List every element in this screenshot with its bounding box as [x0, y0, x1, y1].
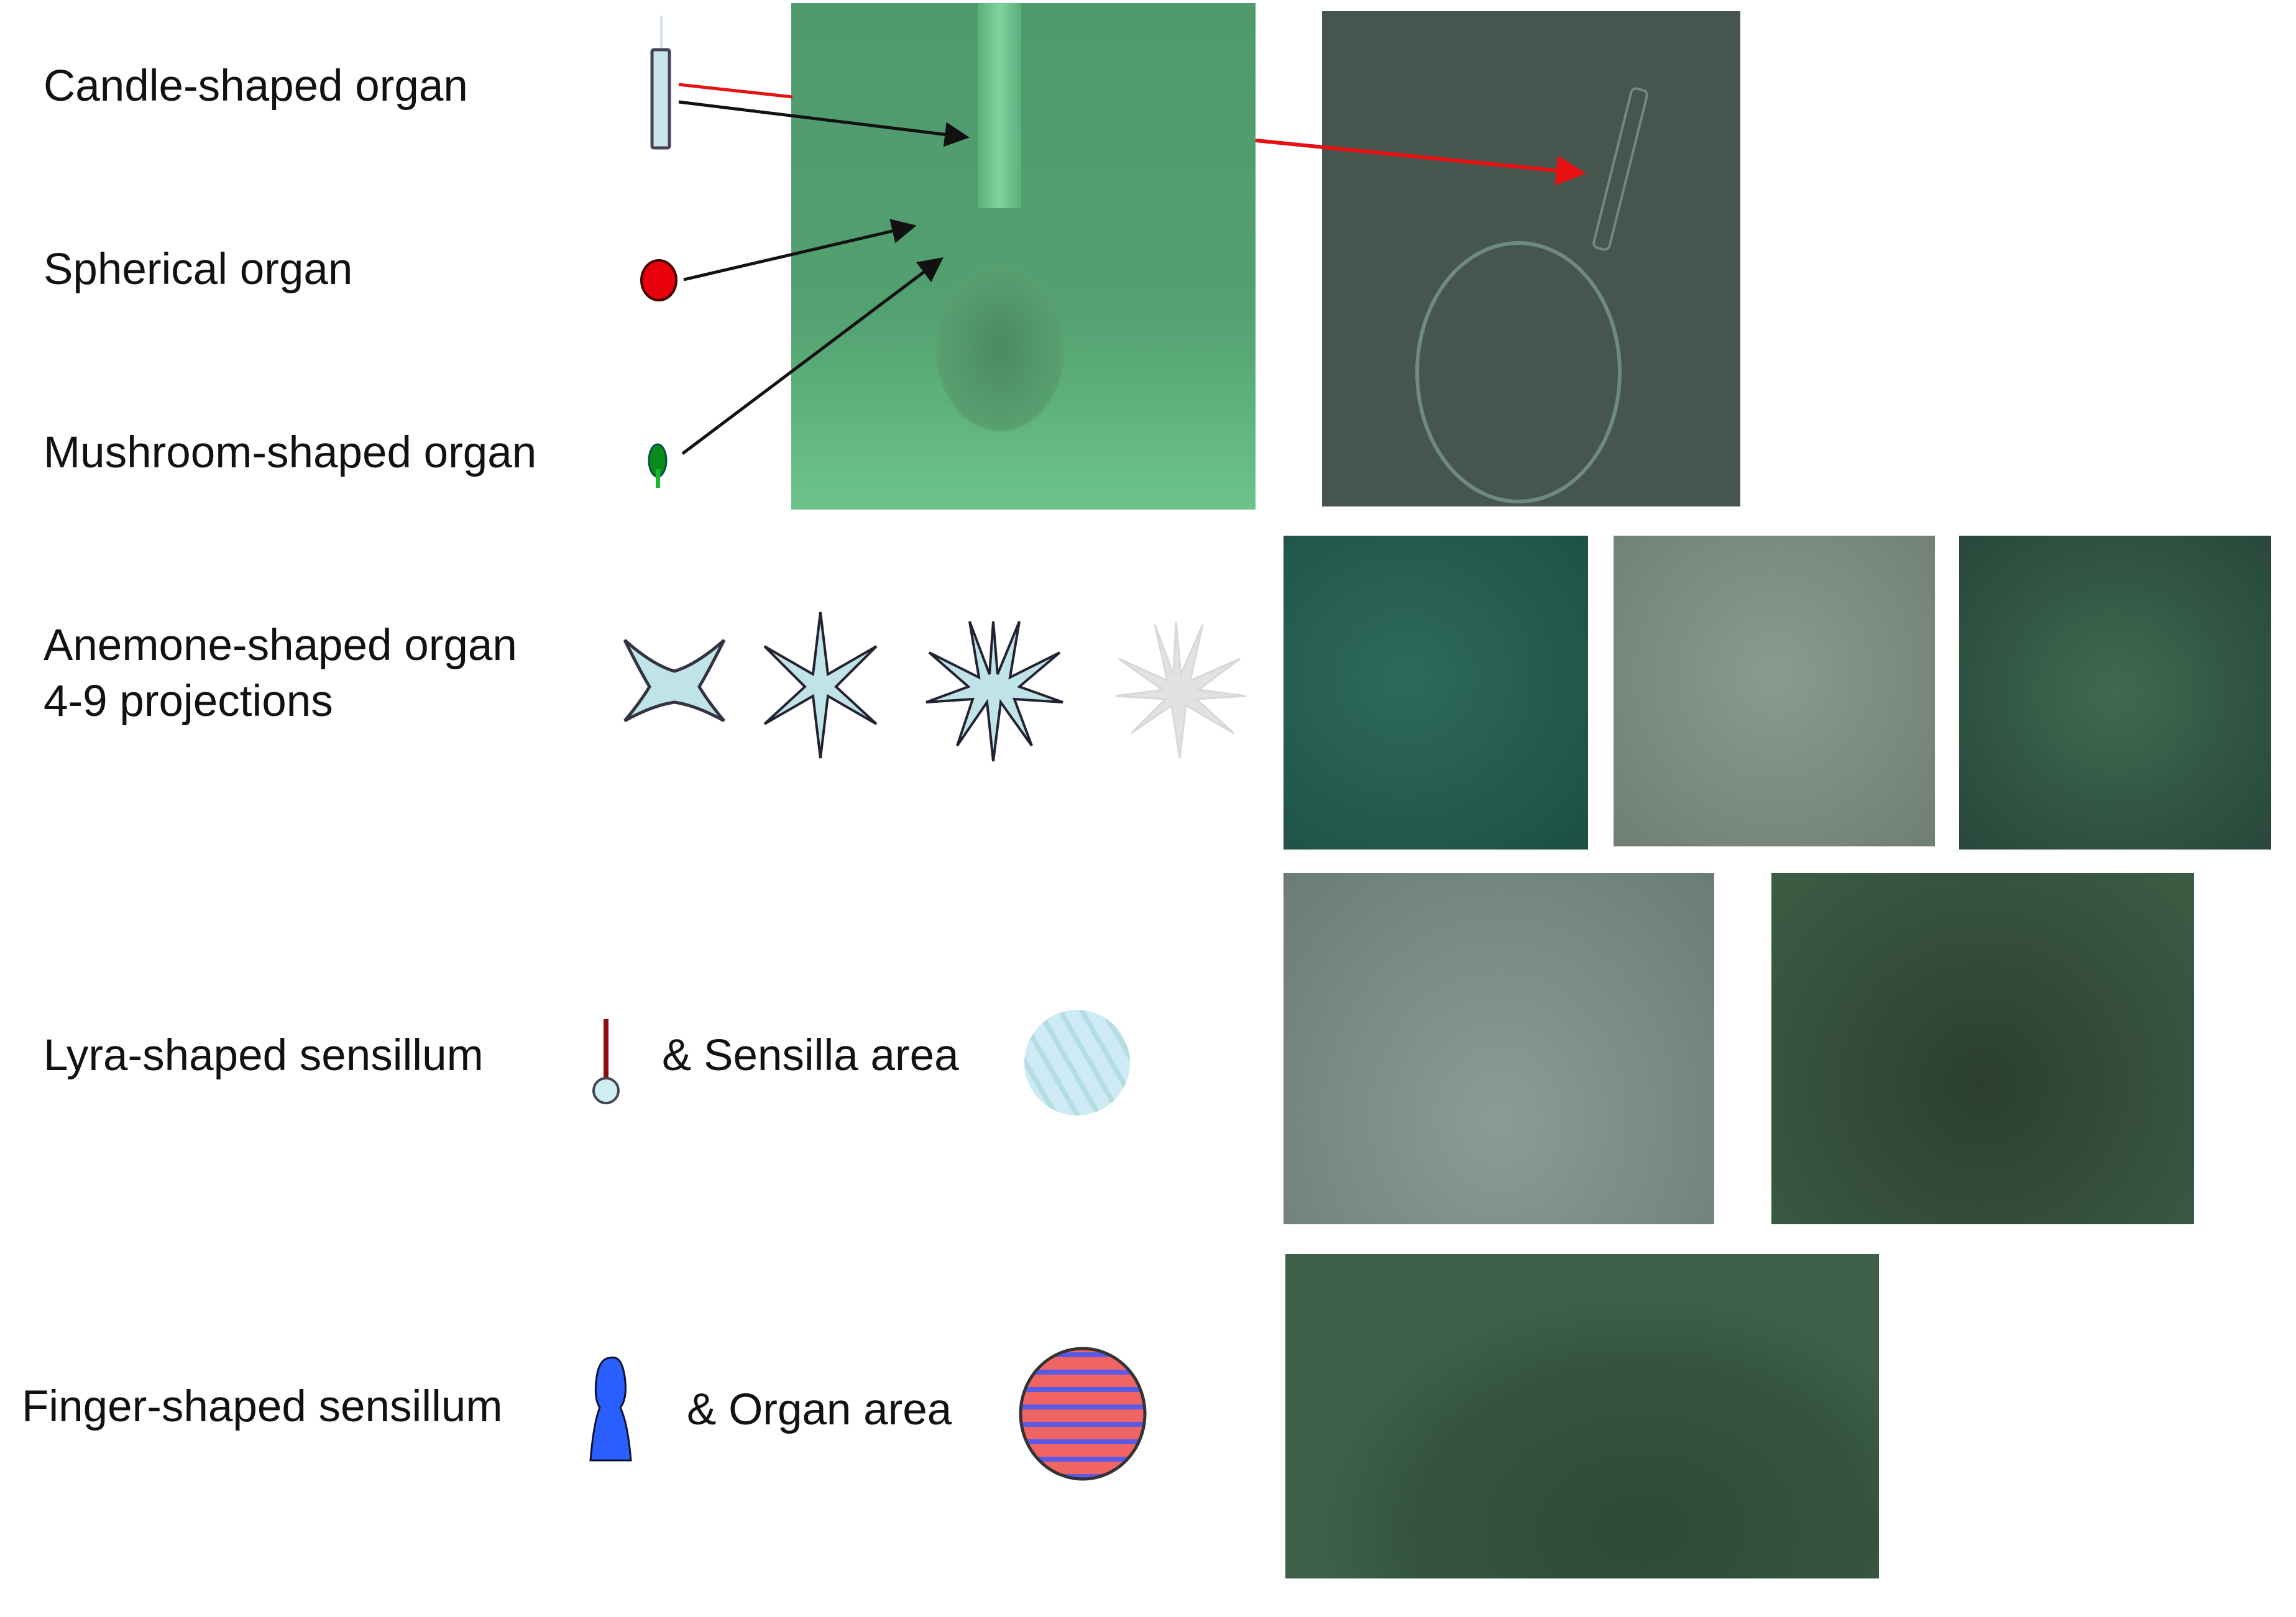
anemone-8-projection-icon [925, 621, 1063, 762]
photo-candle-organ-phase-contrast [1322, 11, 1740, 506]
candle-outline [1591, 86, 1650, 252]
anemone-organ-label: Anemone-shaped organ [44, 621, 517, 670]
photo-dic-green-organ-cluster [791, 3, 1256, 510]
sensilla-area-icon [1024, 1010, 1130, 1115]
organ-outline [1415, 241, 1622, 503]
spherical-organ-label: Spherical organ [44, 245, 353, 294]
mushroom-icon [648, 443, 668, 488]
candle-stalk [978, 3, 1021, 208]
finger-sensillum-label: Finger-shaped sensillum [22, 1382, 503, 1431]
anemone-4-projection-icon [623, 639, 726, 723]
sensilla-area-label: & Sensilla area [662, 1031, 959, 1080]
spherical-icon [640, 259, 677, 301]
photo-anemone-2 [1614, 536, 1935, 846]
anemone-9-projection-faded-icon [1115, 621, 1247, 759]
lyra-sensillum-icon [592, 1019, 620, 1104]
organ-area-label: & Organ area [687, 1385, 952, 1434]
lyra-sensillum-label: Lyra-shaped sensillum [44, 1031, 484, 1080]
photo-lyra-sensillum [1283, 873, 1714, 1224]
anemone-6-projection-icon [763, 612, 878, 759]
anemone-projections-label: 4-9 projections [44, 677, 333, 726]
organ-area-icon [1019, 1347, 1147, 1481]
candle-icon [650, 16, 671, 150]
photo-finger-sensillum [1285, 1254, 1879, 1578]
photo-sensilla-area [1771, 873, 2194, 1224]
candle-organ-label: Candle-shaped organ [44, 62, 468, 111]
photo-anemone-1 [1283, 536, 1588, 850]
mushroom-organ-label: Mushroom-shaped organ [44, 428, 537, 477]
photo-anemone-3 [1959, 536, 2271, 850]
finger-sensillum-icon [589, 1356, 632, 1462]
